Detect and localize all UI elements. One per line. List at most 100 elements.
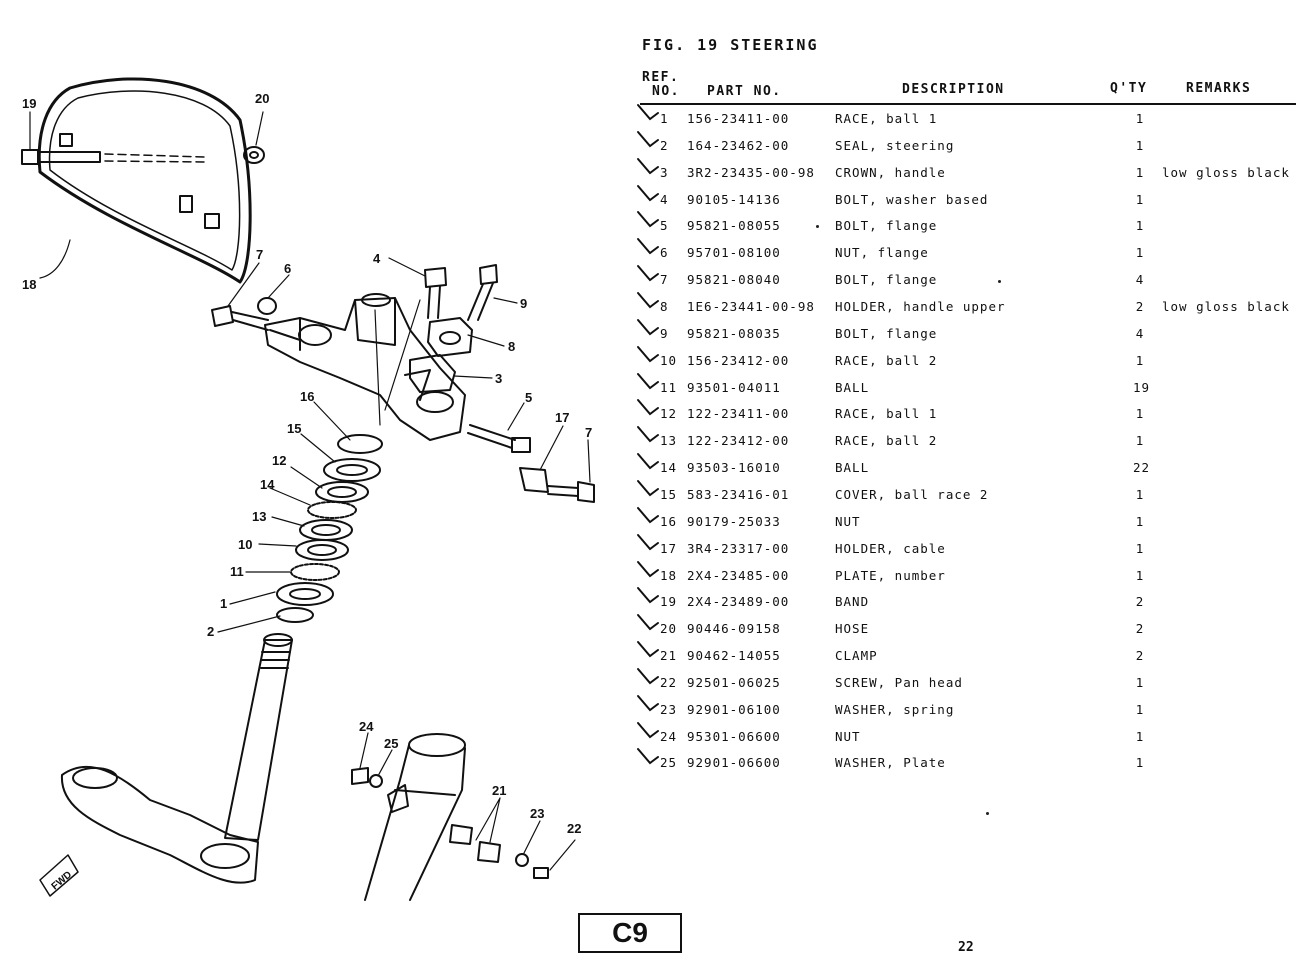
check-mark-icon: [637, 614, 659, 631]
description: PLATE, number: [835, 567, 946, 583]
speck: [986, 812, 989, 815]
callout: 16: [300, 389, 314, 404]
part-number: 122-23412-00: [687, 433, 790, 449]
part-number: 122-23411-00: [687, 406, 790, 422]
description: NUT, flange: [835, 245, 929, 261]
check-mark-icon: [637, 265, 659, 282]
quantity: 1: [1135, 164, 1145, 180]
quantity: 1: [1135, 137, 1145, 153]
check-mark-icon: [637, 399, 659, 416]
callout: 17: [555, 410, 569, 425]
header-description: DESCRIPTION: [902, 82, 1005, 97]
check-mark-icon: [637, 721, 659, 738]
callout: 23: [530, 806, 544, 821]
quantity: 1: [1135, 406, 1145, 422]
check-mark-icon: [637, 345, 659, 362]
description: COVER, ball race 2: [835, 486, 989, 502]
quantity: 1: [1135, 218, 1145, 234]
part-number: 90462-14055: [687, 648, 781, 663]
quantity: 1: [1135, 728, 1145, 744]
ref-no: 4: [660, 191, 669, 207]
check-mark-icon: [637, 667, 659, 685]
callout: 9: [520, 296, 527, 311]
check-mark-icon: [637, 641, 659, 658]
part-number: 92901-06600: [687, 755, 781, 771]
part-number: 95821-08035: [687, 325, 781, 341]
part-number: 93503-16010: [687, 460, 781, 476]
quantity: 22: [1133, 460, 1151, 476]
fwd-arrow-drawing: [39, 854, 79, 897]
description: RACE, ball 1: [835, 406, 938, 422]
check-mark-icon: [637, 104, 659, 121]
description: WASHER, Plate: [835, 755, 946, 771]
callout: 7: [585, 425, 592, 440]
callout: 19: [22, 96, 36, 111]
description: CROWN, handle: [835, 164, 946, 180]
header-qty: Q'TY: [1110, 81, 1148, 96]
ref-no: 24: [660, 728, 678, 744]
exploded-parts-diagram: 19 20 18 7 6 4 9 8 3 5 16 17 7 15 12 14 …: [21, 77, 595, 901]
callout: 21: [492, 783, 506, 798]
quantity: 1: [1135, 245, 1145, 261]
upper-holder-drawing: [409, 317, 473, 393]
ref-no: 9: [660, 325, 669, 341]
description: BALL: [835, 460, 870, 476]
check-mark-icon: [637, 587, 659, 604]
flange-nut-drawing: [257, 297, 277, 315]
clamp-drawings: [351, 767, 549, 879]
hose-drawing: [243, 146, 265, 164]
description: HOLDER, cable: [835, 540, 946, 556]
header-ref: REF.: [642, 70, 680, 85]
description: CLAMP: [835, 648, 878, 663]
description: BOLT, flange: [835, 272, 938, 288]
description: BOLT, flange: [835, 325, 938, 341]
description: BAND: [835, 594, 870, 610]
part-number: 92901-06100: [687, 701, 781, 717]
section-code-box: C9: [578, 913, 682, 953]
callout: 2: [207, 624, 214, 639]
cable-holder-drawing: [519, 467, 549, 493]
description: NUT: [835, 513, 861, 529]
bearing-stack-drawing: [276, 434, 383, 623]
part-number: 95301-06600: [687, 728, 781, 744]
check-mark-icon: [637, 292, 659, 309]
check-mark-icon: [637, 238, 659, 255]
callout: 12: [272, 453, 286, 468]
part-number: 90105-14136: [687, 191, 781, 207]
quantity: 1: [1135, 191, 1145, 207]
description: HOLDER, handle upper: [835, 299, 1006, 314]
part-number: 92501-06025: [687, 674, 781, 690]
callout: 18: [22, 277, 36, 292]
ref-no: 13: [660, 433, 678, 449]
quantity: 2: [1135, 648, 1145, 663]
callout: 3: [495, 371, 502, 386]
quantity: 2: [1135, 594, 1145, 610]
ref-no: 23: [660, 701, 678, 717]
part-number: 3R4-23317-00: [687, 540, 790, 556]
callout: 10: [238, 537, 252, 552]
part-number: 95821-08055: [687, 218, 781, 234]
check-mark-icon: [637, 184, 659, 201]
callout: 20: [255, 91, 269, 106]
callout: 1: [220, 596, 227, 611]
ref-no: 19: [660, 594, 678, 610]
callout: 7: [256, 247, 263, 262]
quantity: 1: [1135, 701, 1145, 717]
check-mark-icon: [637, 130, 659, 148]
ref-no: 16: [660, 513, 678, 529]
header-ref-no: NO.: [652, 84, 680, 99]
description: SCREW, Pan head: [835, 674, 963, 690]
